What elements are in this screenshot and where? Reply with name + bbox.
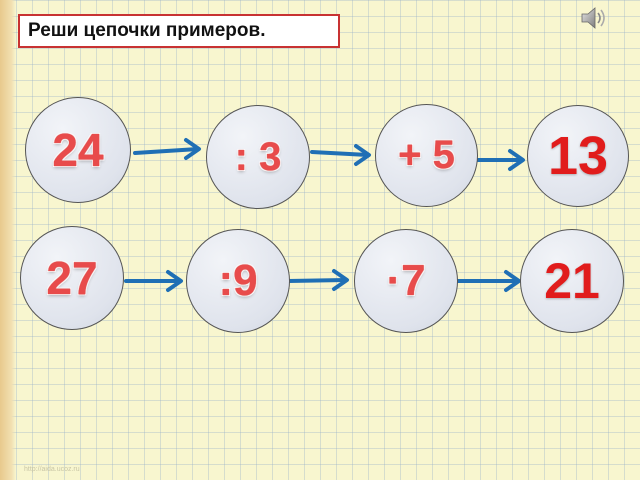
chain-2-op1-value: :9 xyxy=(218,256,258,305)
chain-1-result-value: 13 xyxy=(547,126,609,186)
chain-2-op2-value: ·7 xyxy=(386,256,426,305)
chain-2-op1-circle: :9 xyxy=(186,229,290,333)
chain-2-result-value: 21 xyxy=(544,253,600,309)
arrow-2-2 xyxy=(286,269,349,291)
chain-1-start-value: 24 xyxy=(52,124,104,176)
footer-watermark: http://aida.ucoz.ru xyxy=(24,466,80,473)
arrow-1-3 xyxy=(476,149,525,171)
chain-1-op2-circle: + 5 xyxy=(375,104,478,207)
chain-1-op2-value: + 5 xyxy=(398,133,455,177)
chain-2-op2-circle: ·7 xyxy=(354,229,458,333)
chain-2-result-circle: 21 xyxy=(520,229,624,333)
arrow-1-2 xyxy=(310,144,371,166)
chain-1-start-circle: 24 xyxy=(25,97,131,203)
arrow-2-3 xyxy=(454,270,521,292)
chain-2-start-value: 27 xyxy=(46,252,98,304)
chain-1-op1-circle: : 3 xyxy=(206,105,310,209)
task-title-text: Реши цепочки примеров. xyxy=(28,20,266,41)
arrow-1-1 xyxy=(133,138,201,160)
chain-1-result-circle: 13 xyxy=(527,105,629,207)
speaker-icon[interactable] xyxy=(578,2,610,34)
chain-2-start-circle: 27 xyxy=(20,226,124,330)
arrow-2-1 xyxy=(124,270,183,292)
left-decor-strip xyxy=(0,0,16,480)
chain-1-op1-value: : 3 xyxy=(234,134,282,179)
task-title: Реши цепочки примеров. xyxy=(18,14,340,48)
